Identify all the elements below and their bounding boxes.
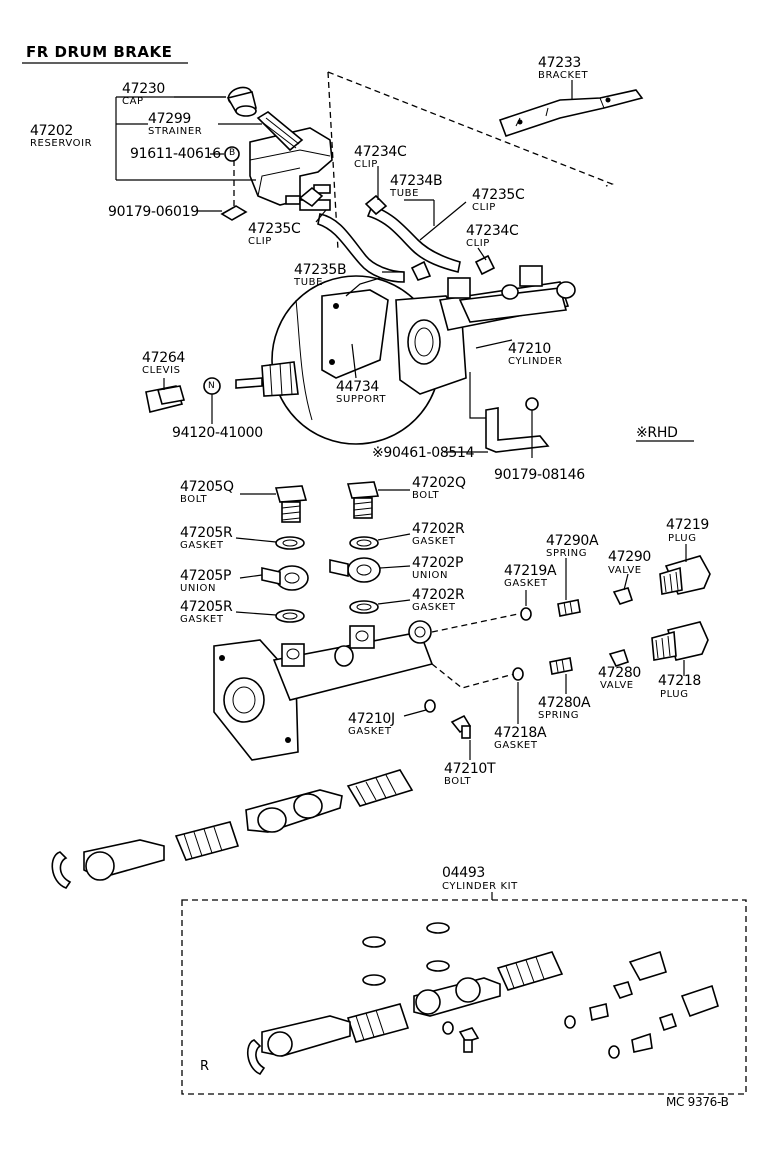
part-number-47219[interactable]: 47219 <box>666 517 710 533</box>
part-name-clip-left: CLIP <box>248 236 272 247</box>
part-name-union-47202p: UNION <box>412 570 449 581</box>
part-number-47235c-left[interactable]: 47235C <box>248 221 301 237</box>
part-number-47205p[interactable]: 47205P <box>180 568 232 584</box>
part-number-47235b[interactable]: 47235B <box>294 262 347 278</box>
part-number-47233[interactable]: 47233 <box>538 55 582 71</box>
part-number-47264[interactable]: 47264 <box>142 350 186 366</box>
part-number-91611-40616[interactable]: 91611-40616 <box>130 146 221 162</box>
part-name-bracket: BRACKET <box>538 70 589 81</box>
part-name-gasket-47205r-a: GASKET <box>180 540 224 551</box>
reservoir-leaders <box>115 96 262 212</box>
fittings-drawing <box>235 481 411 623</box>
part-number-90461-08514[interactable]: ※90461-08514 <box>372 445 475 461</box>
part-number-47210[interactable]: 47210 <box>508 341 552 357</box>
part-number-47205r-b[interactable]: 47205R <box>180 599 233 615</box>
badge-n-label: N <box>208 381 216 391</box>
part-name-valve-47280: VALVE <box>600 680 634 691</box>
part-number-47234c-right[interactable]: 47234C <box>466 223 519 239</box>
drawing-code: MC 9376-B <box>666 1095 729 1109</box>
part-name-gasket-47219a: GASKET <box>504 578 548 589</box>
part-name-clip-right: CLIP <box>472 202 496 213</box>
part-number-47205r-a[interactable]: 47205R <box>180 525 233 541</box>
part-name-gasket-47202r-a: GASKET <box>412 536 456 547</box>
cylinder-kit-box <box>181 892 747 1095</box>
master-cylinder-drawing <box>213 544 711 761</box>
part-number-47202p[interactable]: 47202P <box>412 555 464 571</box>
diagram-title: FR DRUM BRAKE <box>26 43 173 61</box>
part-name-plug-47219: PLUG <box>668 533 697 544</box>
part-name-gasket-47205r-b: GASKET <box>180 614 224 625</box>
bracket-drawing <box>327 71 644 251</box>
part-name-tube-47234b: TUBE <box>390 188 420 199</box>
part-number-47210t[interactable]: 47210T <box>444 761 496 777</box>
part-number-47219a[interactable]: 47219A <box>504 563 557 579</box>
part-number-47290[interactable]: 47290 <box>608 549 652 565</box>
part-number-47202q[interactable]: 47202Q <box>412 475 466 491</box>
reservoir-drawing <box>220 86 333 221</box>
part-number-90179-06019[interactable]: 90179-06019 <box>108 204 199 220</box>
part-number-44734[interactable]: 44734 <box>336 379 380 395</box>
part-number-47210j[interactable]: 47210J <box>348 711 395 727</box>
part-name-cap: CAP <box>122 96 144 107</box>
part-number-47230[interactable]: 47230 <box>122 81 166 97</box>
part-number-47280[interactable]: 47280 <box>598 665 642 681</box>
part-name-plug-47218: PLUG <box>660 689 689 700</box>
part-number-94120-41000[interactable]: 94120-41000 <box>172 425 263 441</box>
part-name-valve-47290: VALVE <box>608 565 642 576</box>
part-name-tube-47235b: TUBE <box>294 277 324 288</box>
clevis-drawing <box>145 377 221 424</box>
part-name-strainer: STRAINER <box>148 126 203 137</box>
part-number-47234b[interactable]: 47234B <box>390 173 443 189</box>
part-number-47205q[interactable]: 47205Q <box>180 479 234 495</box>
part-name-gasket-47218a: GASKET <box>494 740 538 751</box>
booster-cylinder-drawing <box>235 265 576 458</box>
part-number-47218[interactable]: 47218 <box>658 673 702 689</box>
part-number-47202[interactable]: 47202 <box>30 123 74 139</box>
part-name-clip-top: CLIP <box>354 159 378 170</box>
part-name-bolt-47205q: BOLT <box>180 494 208 505</box>
part-name-cylinder: CYLINDER <box>508 356 563 367</box>
pistons-drawing <box>51 769 414 889</box>
part-name-cylinder-kit: CYLINDER KIT <box>442 881 518 892</box>
kit-mark-r: R <box>200 1059 209 1074</box>
part-number-47290a[interactable]: 47290A <box>546 533 599 549</box>
rhd-note: ※RHD <box>636 425 678 441</box>
part-number-90179-08146[interactable]: 90179-08146 <box>494 467 585 483</box>
part-number-47299[interactable]: 47299 <box>148 111 192 127</box>
part-name-union-47205p: UNION <box>180 583 217 594</box>
part-name-spring-47280a: SPRING <box>538 710 580 721</box>
part-number-47202r-a[interactable]: 47202R <box>412 521 465 537</box>
badge-b-label: B <box>229 148 236 158</box>
part-number-47280a[interactable]: 47280A <box>538 695 591 711</box>
part-name-gasket-47202r-b: GASKET <box>412 602 456 613</box>
part-name-clip-right-2: CLIP <box>466 238 490 249</box>
tubes-drawing <box>298 166 496 283</box>
part-number-47202r-b[interactable]: 47202R <box>412 587 465 603</box>
part-name-gasket-47210j: GASKET <box>348 726 392 737</box>
part-number-47234c-top[interactable]: 47234C <box>354 144 407 160</box>
part-number-04493[interactable]: 04493 <box>442 865 486 881</box>
part-name-support: SUPPORT <box>336 394 387 405</box>
part-name-clevis: CLEVIS <box>142 365 181 376</box>
part-number-47235c-right[interactable]: 47235C <box>472 187 525 203</box>
part-name-bolt-47210t: BOLT <box>444 776 472 787</box>
part-name-reservoir: RESERVOIR <box>30 138 93 149</box>
part-number-47218a[interactable]: 47218A <box>494 725 547 741</box>
part-name-bolt-47202q: BOLT <box>412 490 440 501</box>
part-name-spring-47290a: SPRING <box>546 548 588 559</box>
